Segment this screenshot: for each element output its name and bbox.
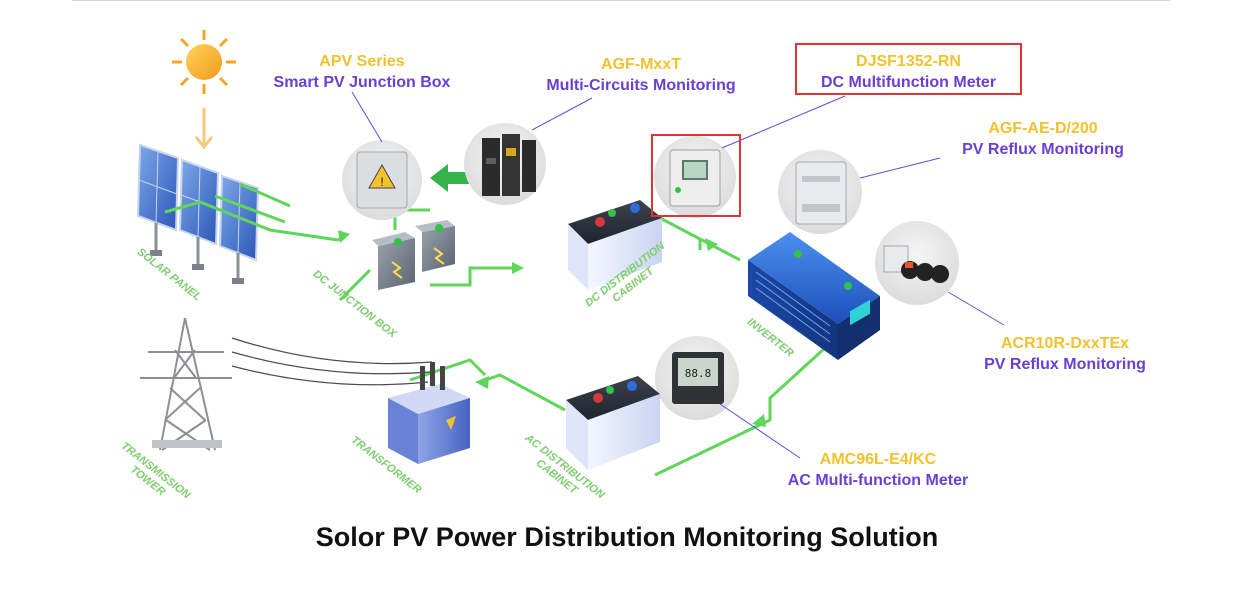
djsf-label-highlight-box bbox=[795, 43, 1022, 95]
agf-mxxt-label: AGF-MxxT Multi-Circuits Monitoring bbox=[526, 54, 756, 96]
top-divider bbox=[72, 0, 1170, 1]
agf-ae-description: PV Reflux Monitoring bbox=[962, 141, 1124, 158]
agf-ae-device-callout bbox=[778, 150, 862, 234]
djsf-device-highlight-box bbox=[651, 134, 741, 217]
amc96l-meter-callout: 88.8 bbox=[655, 336, 739, 420]
agf-mxxt-device-callout bbox=[464, 123, 546, 205]
sun-icon bbox=[172, 30, 236, 94]
djsf-meter-callout bbox=[654, 136, 736, 218]
agf-mxxt-model: AGF-MxxT bbox=[601, 56, 681, 73]
acr10r-model: ACR10R-DxxTEx bbox=[1000, 335, 1130, 352]
inverter-icon bbox=[748, 232, 880, 360]
amc96l-model: AMC96L-E4/KC bbox=[819, 451, 937, 468]
dc-junction-box-icon bbox=[372, 220, 455, 290]
svg-text:88.8: 88.8 bbox=[685, 367, 712, 380]
callout-leader-lines bbox=[351, 91, 1005, 459]
apv-model: APV Series bbox=[319, 53, 405, 70]
page-title: Solor PV Power Distribution Monitoring S… bbox=[315, 522, 939, 552]
djsf-label: DJSF1352-RN DC Multifunction Meter bbox=[797, 51, 1020, 93]
power-lines bbox=[231, 337, 433, 386]
dc-distribution-cabinet-icon bbox=[568, 200, 662, 290]
transformer-icon bbox=[388, 362, 470, 464]
transmission-tower-icon bbox=[140, 317, 232, 451]
sunlight-arrow-icon bbox=[194, 108, 214, 150]
amc96l-description: AC Multi-function Meter bbox=[787, 472, 969, 489]
acr10r-description: PV Reflux Monitoring bbox=[984, 356, 1146, 373]
connector-arrow-icon bbox=[430, 164, 470, 192]
svg-text:!: ! bbox=[380, 175, 383, 189]
amc96l-label: AMC96L-E4/KC AC Multi-function Meter bbox=[764, 449, 992, 491]
agf-mxxt-description: Multi-Circuits Monitoring bbox=[546, 77, 736, 94]
djsf-model: DJSF1352-RN bbox=[856, 53, 961, 70]
djsf-description: DC Multifunction Meter bbox=[820, 74, 997, 91]
apv-device-callout: ! bbox=[342, 140, 422, 220]
acr10r-device-callout bbox=[875, 221, 959, 305]
flow-arrow-heads bbox=[338, 230, 766, 427]
acr10r-label: ACR10R-DxxTEx PV Reflux Monitoring bbox=[960, 333, 1170, 375]
ac-distribution-cabinet-icon bbox=[566, 376, 660, 470]
agf-ae-model: AGF-AE-D/200 bbox=[988, 120, 1098, 137]
apv-label: APV Series Smart PV Junction Box bbox=[255, 51, 469, 93]
agf-ae-label: AGF-AE-D/200 PV Reflux Monitoring bbox=[940, 118, 1146, 160]
apv-description: Smart PV Junction Box bbox=[273, 74, 451, 91]
